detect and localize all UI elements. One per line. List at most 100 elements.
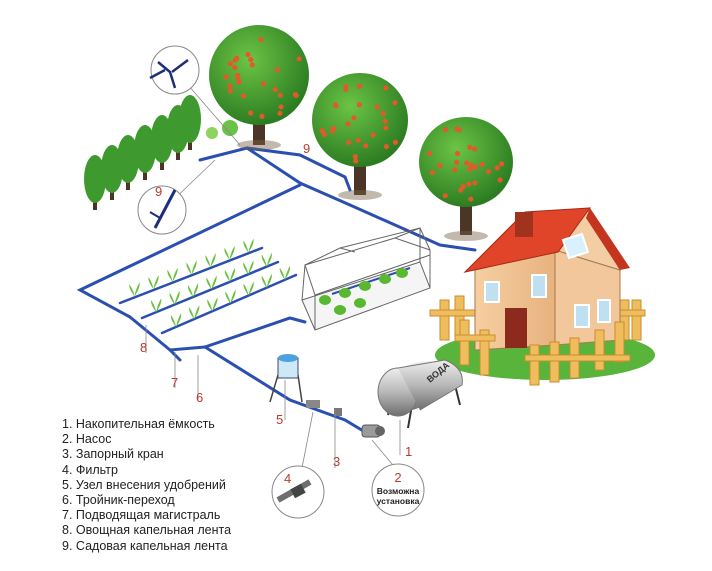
sprout [224, 245, 235, 260]
sprout [205, 253, 216, 268]
fruit [479, 161, 485, 168]
fruit [437, 163, 443, 169]
small-tree [84, 155, 106, 210]
fruit [466, 181, 472, 187]
fruit [240, 93, 247, 99]
legend-item-5: 5. Узел внесения удобрений [62, 477, 226, 492]
sprout [170, 313, 182, 328]
fruit [248, 56, 254, 63]
sprout [279, 265, 291, 280]
fruit [383, 85, 389, 91]
fruit [278, 104, 284, 110]
storage-tank: ВОДА [377, 359, 463, 429]
legend-item-8: 8. Овощная капельная лента [62, 523, 232, 538]
sprout [261, 252, 272, 267]
legend-item-4: 4. Фильтр [62, 462, 118, 477]
small-trees-row [84, 95, 201, 210]
pump [361, 424, 385, 438]
fruit [460, 183, 466, 190]
legend-item-2: 2. Насос [62, 432, 112, 447]
fruit [235, 72, 241, 78]
marker-4: 4 [284, 471, 291, 486]
fruit [494, 165, 500, 171]
fruit [370, 132, 376, 138]
fruit [392, 139, 398, 145]
sprout [243, 260, 254, 275]
filter-callout [271, 411, 325, 519]
marker-3: 3 [333, 454, 340, 469]
fruit [227, 61, 234, 67]
fruit [343, 84, 349, 90]
fruit [442, 127, 449, 133]
legend: 1. Накопительная ёмкость 2. Насос 3. Зап… [62, 417, 231, 554]
fruit [382, 118, 388, 124]
fertilizer-unit [269, 354, 303, 403]
fruit [427, 150, 433, 156]
fruit [260, 81, 267, 87]
marker-9-callout: 9 [155, 184, 162, 199]
fruit [467, 144, 473, 150]
sprout [151, 298, 162, 313]
small-tree [179, 95, 201, 150]
marker-7: 7 [171, 375, 178, 390]
marker-9-garden: 9 [303, 141, 310, 156]
sprout [224, 267, 236, 282]
sprout [206, 275, 217, 290]
fruit-tree-1 [209, 25, 309, 150]
legend-item-1: 1. Накопительная ёмкость [62, 417, 215, 431]
marker-2: 2 [394, 470, 401, 485]
fruit [429, 169, 435, 176]
fruit [232, 65, 238, 71]
fruit [356, 102, 362, 108]
pump-note-line1: Возможна [377, 486, 420, 496]
legend-item-7: 7. Подводящая магистраль [62, 508, 221, 523]
fruit [345, 121, 351, 127]
fruit [293, 92, 299, 98]
fruit [468, 196, 474, 202]
small-tree [117, 135, 139, 190]
shrub [206, 120, 238, 139]
greenhouse [301, 227, 431, 331]
marker-5: 5 [276, 412, 283, 427]
fruit [272, 86, 278, 93]
fruit-tree-2 [312, 73, 408, 200]
fruit [330, 125, 337, 132]
fruit [353, 158, 359, 164]
sprout [189, 305, 200, 320]
sprout [187, 283, 199, 298]
fruit [497, 177, 503, 183]
fruit [274, 67, 280, 73]
sprout [261, 273, 272, 288]
fruit [355, 137, 361, 143]
fruit [356, 83, 363, 89]
fruit [499, 161, 505, 167]
marker-6: 6 [196, 390, 203, 405]
fruit [467, 166, 473, 172]
fruit [458, 187, 464, 193]
dripper-callout-left [137, 159, 216, 235]
fruit [468, 162, 474, 168]
sprout [186, 260, 197, 275]
sprout [169, 290, 180, 305]
fruit [363, 143, 369, 149]
greenhouse-plants [319, 268, 408, 315]
fruit [223, 74, 229, 80]
vegetable-drip-tapes [118, 246, 298, 335]
sprout [243, 281, 254, 296]
markers [145, 325, 401, 468]
fruit [332, 102, 339, 108]
fruit [234, 55, 240, 61]
marker-1: 1 [405, 444, 412, 459]
fruit [383, 125, 389, 131]
sprout [148, 275, 159, 290]
sprout [207, 297, 218, 312]
fruit [277, 110, 283, 116]
dripper-callout-top [149, 45, 241, 146]
fruit [374, 104, 380, 110]
fruit [277, 92, 283, 98]
fruit [485, 168, 492, 175]
fruit [454, 150, 461, 157]
legend-item-6: 6. Тройник-переход [62, 493, 175, 508]
fruit [227, 88, 234, 94]
